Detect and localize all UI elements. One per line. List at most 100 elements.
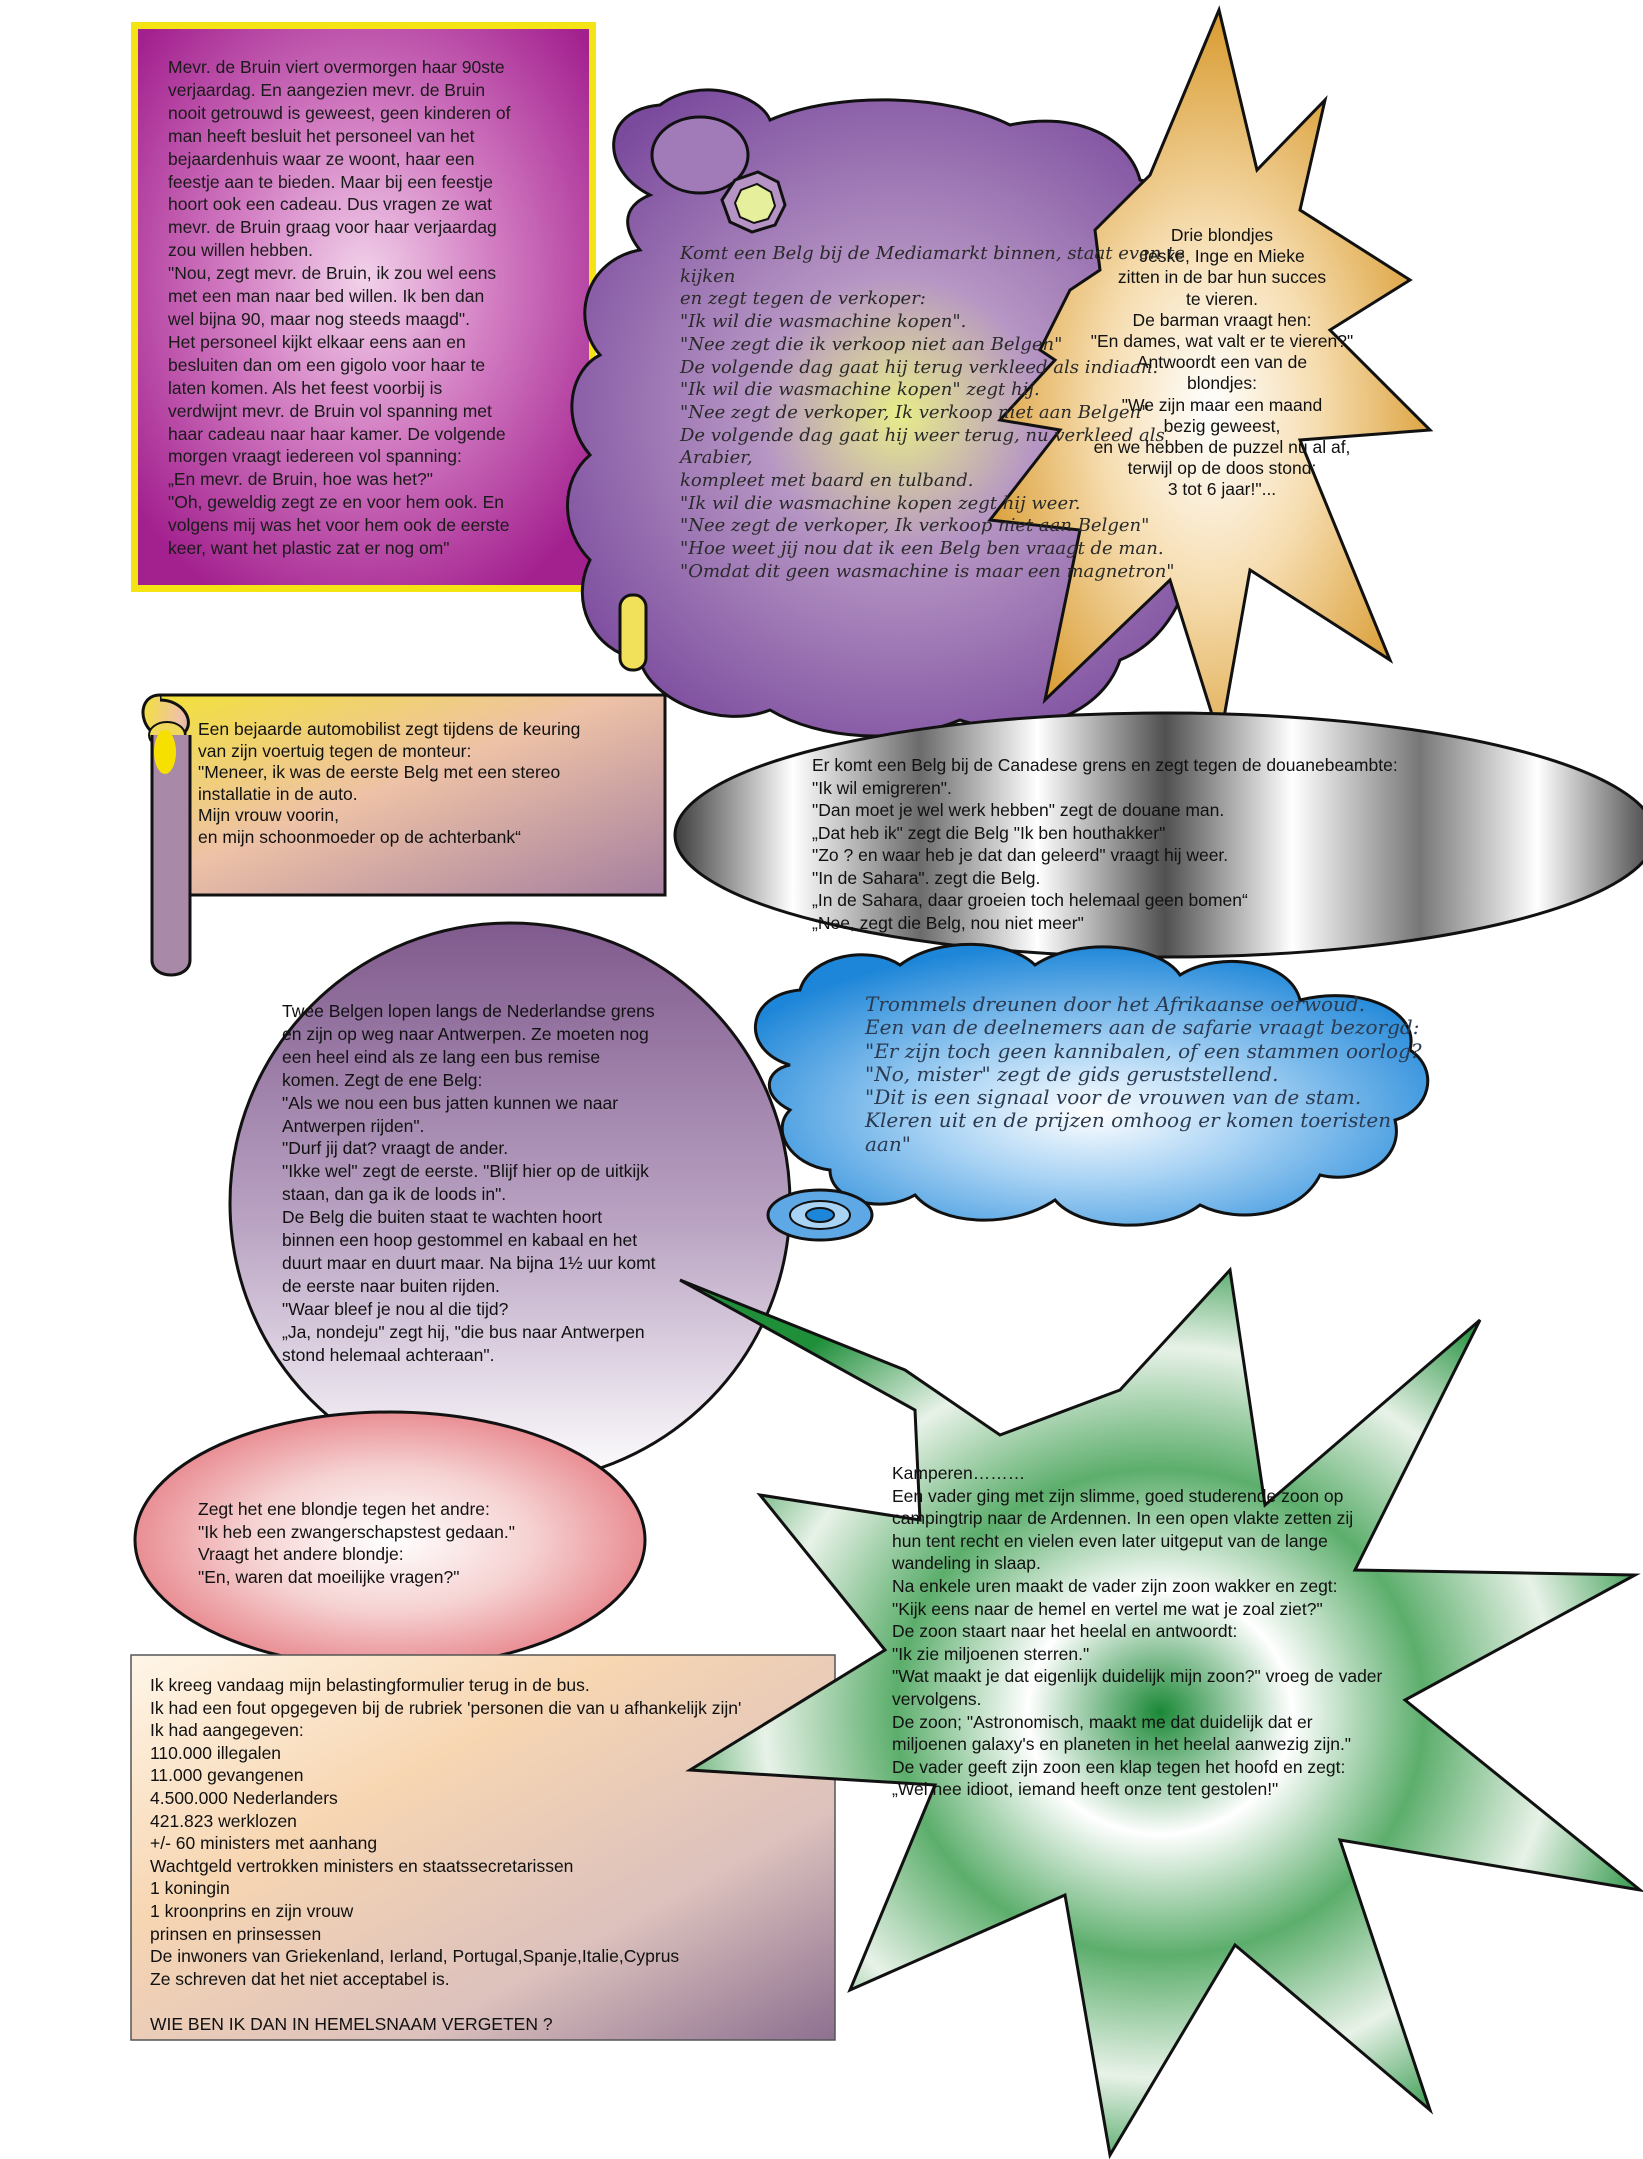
text-line: "Nee zegt de verkoper, Ik verkoop niet a… [680,515,1150,537]
text-line: "Ikke wel" zegt de eerste. "Blijf hier o… [282,1161,649,1182]
text-line: volgens mij was het voor hem ook de eers… [168,515,510,536]
antwerpen-joke: Twee Belgen lopen langs de Nederlandse g… [282,1000,656,1367]
text-line: „En mevr. de Bruin, hoe was het?" [168,469,433,490]
text-line: met een man naar bed willen. Ik ben dan [168,286,485,307]
text-line: haar cadeau naar haar kamer. De volgende [168,423,506,444]
text-line: "Omdat dit geen wasmachine is maar een m… [680,560,1175,582]
text-line: man heeft besluit het personeel van het [168,125,475,146]
text-line: "Meneer, ik was de eerste Belg met een s… [198,762,561,782]
text-line: De vader geeft zijn zoon een klap tegen … [892,1756,1346,1777]
text-line: Ik kreeg vandaag mijn belastingformulier… [150,1675,590,1695]
kamperen-joke: Kamperen………Een vader ging met zijn slimm… [892,1462,1382,1801]
text-line: Ze schreven dat het niet acceptabel is. [150,1968,450,1989]
text-line: „Ja, nondeju" zegt hij, "die bus naar An… [282,1321,645,1342]
text-line: Een bejaarde automobilist zegt tijdens d… [198,719,581,739]
text-line: mevr. de Bruin graag voor haar verjaarda… [168,217,497,238]
text-line: "Nou, zegt mevr. de Bruin, ik zou wel ee… [168,263,497,284]
text-line: Jeske, Inge en Mieke [1139,246,1305,267]
text-line: 1 koningin [150,1878,230,1899]
text-line: „Wel nee idioot, iemand heeft onze tent … [892,1779,1279,1800]
text-line: en we hebben de puzzel nu al af, [1093,437,1351,458]
text-line: 1 kroonprins en zijn vrouw [150,1900,354,1921]
text-line: blondjes: [1186,373,1258,394]
text-line: Twee Belgen lopen langs de Nederlandse g… [282,1001,655,1021]
text-line: De zoon staart naar het heelal en antwoo… [892,1621,1238,1642]
text-line: "Kijk eens naar de hemel en vertel me wa… [892,1598,1323,1619]
text-line: Er komt een Belg bij de Canadese grens e… [812,755,1398,775]
text-line: De Belg die buiten staat te wachten hoor… [282,1207,603,1228]
text-line: „Dat heb ik" zegt die Belg "Ik ben houth… [812,822,1166,843]
text-line: Kamperen……… [892,1463,1026,1483]
text-line: en zegt tegen de verkoper: [680,288,926,310]
text-line: Trommels dreunen door het Afrikaanse oer… [865,992,1366,1016]
text-line: prinsen en prinsessen [150,1923,322,1944]
text-line: staan, dan ga ik de loods in". [282,1184,507,1205]
text-line: terwijl op de doos stond: [1127,458,1317,479]
text-line: "No, mister" zegt de gids geruststellend… [865,1061,1279,1086]
text-line: Ik had een fout opgegeven bij de rubriek… [150,1697,742,1718]
gold-star [987,5,1434,741]
belasting-box [130,1654,836,2041]
text-line [150,1990,741,2013]
text-line: 421.823 werklozen [150,1810,297,1831]
canada-ellipse [673,711,1643,959]
text-line: "Oh, geweldig zegt ze en voor hem ook. E… [168,492,504,513]
bruin-panel [131,22,596,592]
text-line: "Waar bleef je nou al die tijd? [282,1298,509,1319]
text-line: +/- 60 ministers met aanhang [150,1833,378,1854]
text-line: een heel eind als ze lang een bus remise [282,1046,601,1067]
text-line: bezig geweest, [1163,415,1281,436]
text-line: vervolgens. [892,1688,982,1709]
text-line: Kleren uit en de prijzen omhoog er komen… [865,1108,1392,1133]
text-line: kijken [680,265,736,287]
text-line: 3 tot 6 jaar!"... [1167,479,1277,500]
text-line: feestje aan te bieden. Maar bij een fees… [168,171,493,192]
text-line: Zegt het ene blondje tegen het andre: [198,1499,490,1519]
text-line: "Dan moet je wel werk hebben" zegt de do… [812,800,1225,820]
text-line: en mijn schoonmoeder op de achterbank“ [198,826,521,847]
text-line: "We zijn maar een maand [1121,394,1323,415]
text-line: Komt een Belg bij de Mediamarkt binnen, … [680,243,1185,264]
text-line: "Ik wil emigreren". [812,777,952,798]
text-line: "En, waren dat moeilijke vragen?" [198,1566,460,1587]
text-line: Vraagt het andere blondje: [198,1544,404,1564]
text-line: wandeling in slaap. [892,1553,1041,1574]
text-line: Antwoordt een van de [1136,352,1308,373]
green-star [679,1266,1643,2159]
text-line: "In de Sahara". zegt die Belg. [812,867,1041,888]
text-line: keer, want het plastic zat er nog om" [168,538,450,559]
text-line: kompleet met baard en tulband. [680,470,974,492]
text-line: "Wat maakt je dat eigenlijk duidelijk mi… [892,1666,1383,1687]
text-line: Wachtgeld vertrokken ministers en staats… [150,1855,574,1876]
text-line: De zoon; "Astronomisch, maakt me dat dui… [892,1711,1313,1732]
text-line: campingtrip naar de Ardennen. In een ope… [892,1508,1354,1529]
text-line: morgen vraagt iedereen vol spanning: [168,446,462,467]
text-line: duurt maar en duurt maar. Na bijna 1½ uu… [282,1252,656,1273]
text-line: „Nee, zegt die Belg, nou niet meer" [812,912,1084,933]
text-line: Na enkele uren maakt de vader zijn zoon … [892,1575,1338,1596]
text-line: "Nee zegt de verkoper, Ik verkoop niet a… [680,401,1150,423]
text-line: "Nee zegt die ik verkoop niet aan Belgen… [680,333,1063,355]
text-line: verjaardag. En aangezien mevr. de Bruin [168,79,486,100]
text-line: "En dames, wat valt er te vieren?" [1090,331,1354,352]
text-line: bejaardenhuis waar ze woont, haar een [168,148,475,169]
text-line: "Ik heb een zwangerschapstest gedaan." [198,1521,515,1542]
text-line: van zijn voertuig tegen de monteur: [198,740,472,761]
text-line: zou willen hebben. [168,240,313,261]
text-line: Het personeel kijkt elkaar eens aan en [168,331,466,352]
text-line: hun tent recht en vielen even later uitg… [892,1530,1328,1551]
automobilist-scroll [141,693,667,977]
text-line: 4.500.000 Nederlanders [150,1787,338,1808]
trommels-joke: Trommels dreunen door het Afrikaanse oer… [865,992,1422,1156]
text-line: en zijn op weg naar Antwerpen. Ze moeten… [282,1023,649,1044]
text-line: besluiten dan om een gigolo voor haar te [168,354,486,375]
text-line: "Dit is een signaal voor de vrouwen van … [865,1085,1362,1110]
text-line: laten komen. Als het feest voorbij is [168,377,443,398]
mediamarkt-cloud [566,88,1233,738]
bruin-joke: Mevr. de Bruin viert overmorgen haar 90s… [168,56,510,560]
text-line: "Zo ? en waar heb je dat dan geleerd" vr… [812,845,1229,865]
text-line: Drie blondjes [1170,225,1274,245]
text-line: hoort ook een cadeau. Dus vragen ze wat [168,194,492,215]
text-line: Antwerpen rijden". [282,1115,425,1136]
